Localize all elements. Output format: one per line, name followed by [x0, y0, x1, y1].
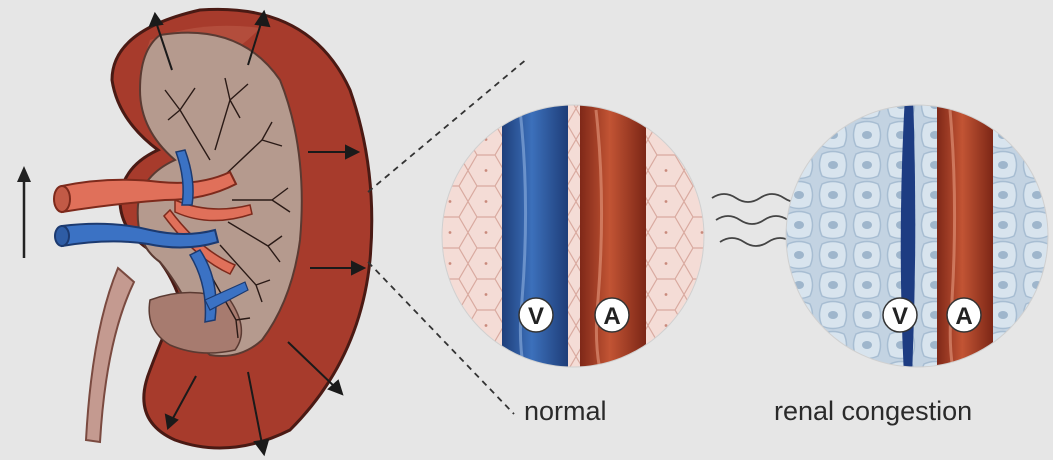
- artery-label: A: [603, 303, 620, 330]
- renal-congestion-caption: renal congestion: [774, 396, 972, 427]
- vein-label: V: [892, 303, 908, 330]
- up-arrow-icon: [17, 166, 31, 258]
- kidney: [54, 9, 372, 454]
- vein-label: V: [528, 303, 544, 330]
- normal-caption: normal: [524, 396, 607, 427]
- normal-magnified-view: V A: [440, 96, 710, 376]
- congestion-magnified-view: V A: [784, 96, 1053, 376]
- artery-label: A: [955, 303, 972, 330]
